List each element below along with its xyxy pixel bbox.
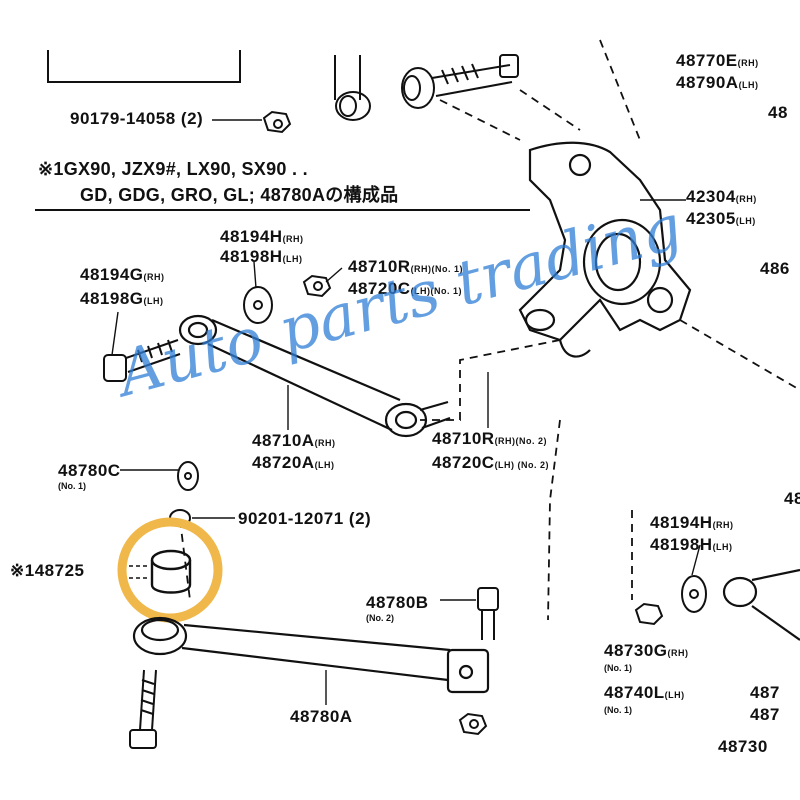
label-48194g: 48194G(RH) (80, 265, 165, 284)
note-line-1: ※1GX90, JZX9#, LX90, SX90 . . (38, 159, 308, 179)
knuckle-part (518, 141, 692, 358)
label-cut-48-top: 48 (768, 103, 788, 122)
label-cut-486: 486 (760, 259, 790, 278)
label-48770e: 48770E(RH) (676, 51, 759, 70)
highlight-circle (117, 517, 223, 623)
label-48780c-no: (No. 1) (58, 481, 86, 491)
lower-control-arm (132, 616, 490, 694)
bolt-48780b (477, 587, 499, 640)
label-48720a: 48720A(LH) (252, 453, 335, 472)
label-42305: 42305(LH) (686, 209, 756, 228)
label-48780a: 48780A (290, 707, 353, 726)
nut-48780c (177, 461, 199, 491)
label-48720c-no2: 48720C(LH) (No. 2) (432, 453, 550, 472)
nut-48710r (302, 274, 332, 298)
label-48730g: 48730G(RH) (604, 641, 689, 660)
label-48780b: 48780B (366, 593, 429, 612)
bolt-48194g (103, 339, 181, 382)
shock-absorber-part (334, 55, 371, 121)
label-48740l-no: (No. 1) (604, 705, 632, 715)
nut-90179 (262, 110, 292, 134)
label-90201: 90201-12071 (2) (238, 509, 372, 528)
bushing-bolt-part (401, 54, 519, 109)
upper-control-arm (178, 314, 451, 438)
bottom-bolt (129, 669, 157, 749)
bushing-48725 (150, 549, 192, 594)
label-48710a: 48710A(RH) (252, 431, 336, 450)
label-48194h: 48194H(RH) (220, 227, 304, 246)
cam-washer-right (681, 575, 707, 613)
label-48790a: 48790A(LH) (676, 73, 759, 92)
label-48198h-right: 48198H(LH) (650, 535, 733, 554)
label-48194h-right: 48194H(RH) (650, 513, 734, 532)
bottom-nut (458, 712, 488, 736)
label-48198g: 48198G(LH) (80, 289, 164, 308)
note-line-2: GD, GDG, GRO, GL; 48780Aの構成品 (80, 185, 399, 205)
label-48725: ※148725 (10, 561, 85, 580)
label-48780b-no: (No. 2) (366, 613, 394, 623)
cam-washer-48194h (243, 286, 273, 324)
label-cut-48730: 48730 (718, 737, 768, 756)
label-48740l: 48740L(LH) (604, 683, 685, 702)
label-48710r-no2: 48710R(RH)(No. 2) (432, 429, 548, 448)
label-48198h: 48198H(LH) (220, 247, 303, 266)
label-42304: 42304(RH) (686, 187, 757, 206)
label-90179: 90179-14058 (2) (70, 109, 204, 128)
label-48710r-no1: 48710R(RH)(No. 1) (348, 257, 464, 276)
label-cut-487-1: 487 (750, 683, 780, 702)
arm-right (722, 568, 800, 641)
label-cut-487-2: 487 (750, 705, 780, 724)
label-cut-48-mid: 48 (784, 489, 800, 508)
label-48720c-no1: 48720C(LH)(No. 1) (348, 279, 463, 298)
label-48780c: 48780C (58, 461, 121, 480)
nut-48730g (634, 602, 664, 626)
label-48730g-no: (No. 1) (604, 663, 632, 673)
